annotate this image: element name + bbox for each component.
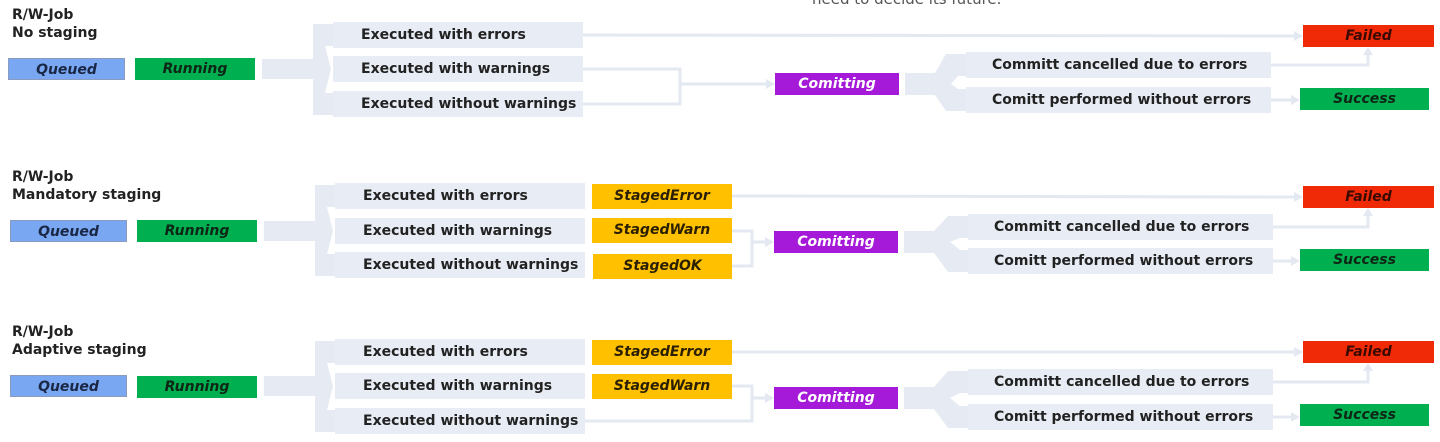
section-3-errors-to-failed-arrow <box>1294 347 1303 357</box>
section-3-running-state: Running <box>137 376 257 398</box>
section-3-staged-error-state: StagedError <box>592 340 732 365</box>
section-2-outcome-errors: Executed with errors <box>335 183 585 209</box>
section-1-title-line2: No staging <box>12 25 98 41</box>
section-1-cancelled-to-failed-arrow <box>1363 47 1373 55</box>
section-1-success-state: Success <box>1300 88 1429 110</box>
section-2-errors-to-failed-line <box>731 194 1297 199</box>
section-1-errors-to-failed-line <box>582 33 1297 38</box>
section-2-outcome-warnings: Executed with warnings <box>335 218 585 244</box>
section-1-comitting-state: Comitting <box>775 73 899 95</box>
section-2-title-line1: R/W-Job <box>12 169 74 185</box>
section-1-performed-to-success-arrow <box>1291 95 1300 105</box>
section-3-title-line2: Adaptive staging <box>12 342 147 358</box>
section-3-comitting-state: Comitting <box>774 387 898 409</box>
section-2-staged-warn-state: StagedWarn <box>592 218 732 243</box>
section-1-title-line1: R/W-Job <box>12 7 74 23</box>
section-1-outcome-errors: Executed with errors <box>333 22 583 48</box>
section-2-comitting-state: Comitting <box>774 231 898 253</box>
section-3-cancelled-to-failed-line <box>1273 371 1370 384</box>
section-3-outcome-none: Executed without warnings <box>335 408 585 434</box>
section-1-fan-connector <box>262 24 333 115</box>
section-2-fan-connector <box>264 185 335 276</box>
section-1-commit-cancelled: Committ cancelled due to errors <box>966 52 1271 78</box>
section-3-failed-state: Failed <box>1303 341 1434 363</box>
section-1-outcome-warnings: Executed with warnings <box>333 56 583 82</box>
section-2-success-state: Success <box>1300 249 1429 271</box>
section-1-merge-line <box>583 67 682 106</box>
section-2-cancelled-to-failed-arrow <box>1363 208 1373 216</box>
section-2-errors-to-failed-arrow <box>1294 192 1303 202</box>
section-1-errors-to-failed-arrow <box>1294 31 1303 41</box>
section-2-cancelled-to-failed-line <box>1273 216 1370 229</box>
section-3-commit-fan-connector <box>904 371 968 428</box>
section-2-title-line2: Mandatory staging <box>12 187 162 203</box>
section-1-commit-fan-connector <box>905 54 966 111</box>
section-3-merge-line <box>585 384 754 423</box>
section-2-staged-ok-state: StagedOK <box>593 254 732 279</box>
section-2-queued-state: Queued <box>10 220 127 242</box>
section-2-merge-line <box>732 229 754 268</box>
section-3-cancelled-to-failed-arrow <box>1363 363 1373 371</box>
section-1-commit-performed: Comitt performed without errors <box>966 87 1271 113</box>
section-1-failed-state: Failed <box>1303 25 1434 47</box>
section-2-commit-performed: Comitt performed without errors <box>968 248 1273 274</box>
note-text: need to decide its future. <box>812 0 1001 8</box>
section-2-outcome-none: Executed without warnings <box>335 252 585 278</box>
section-2-performed-to-success-arrow <box>1291 256 1300 266</box>
section-3-fan-connector <box>264 341 335 432</box>
section-2-commit-fan-connector <box>904 216 968 272</box>
section-2-staged-error-state: StagedError <box>592 184 732 209</box>
section-1-queued-state: Queued <box>8 58 125 80</box>
section-3-queued-state: Queued <box>10 375 127 397</box>
section-2-running-state: Running <box>137 220 257 242</box>
section-1-cancelled-to-failed-line <box>1271 55 1370 67</box>
section-2-merge-arrow <box>765 237 774 247</box>
section-3-commit-performed: Comitt performed without errors <box>968 404 1273 430</box>
section-3-performed-to-success-arrow <box>1291 412 1300 422</box>
section-3-staged-warn-state: StagedWarn <box>592 374 732 399</box>
section-1-outcome-none: Executed without warnings <box>333 91 583 117</box>
section-3-outcome-warnings: Executed with warnings <box>335 373 585 399</box>
section-3-outcome-errors: Executed with errors <box>335 339 585 365</box>
section-2-failed-state: Failed <box>1303 186 1434 208</box>
section-1-merge-arrow <box>766 79 775 89</box>
section-2-commit-cancelled: Committ cancelled due to errors <box>968 214 1273 240</box>
section-1-running-state: Running <box>135 58 255 80</box>
section-3-title-line1: R/W-Job <box>12 324 74 340</box>
section-3-merge-arrow <box>765 393 774 403</box>
section-3-commit-cancelled: Committ cancelled due to errors <box>968 369 1273 395</box>
section-3-success-state: Success <box>1300 404 1429 426</box>
